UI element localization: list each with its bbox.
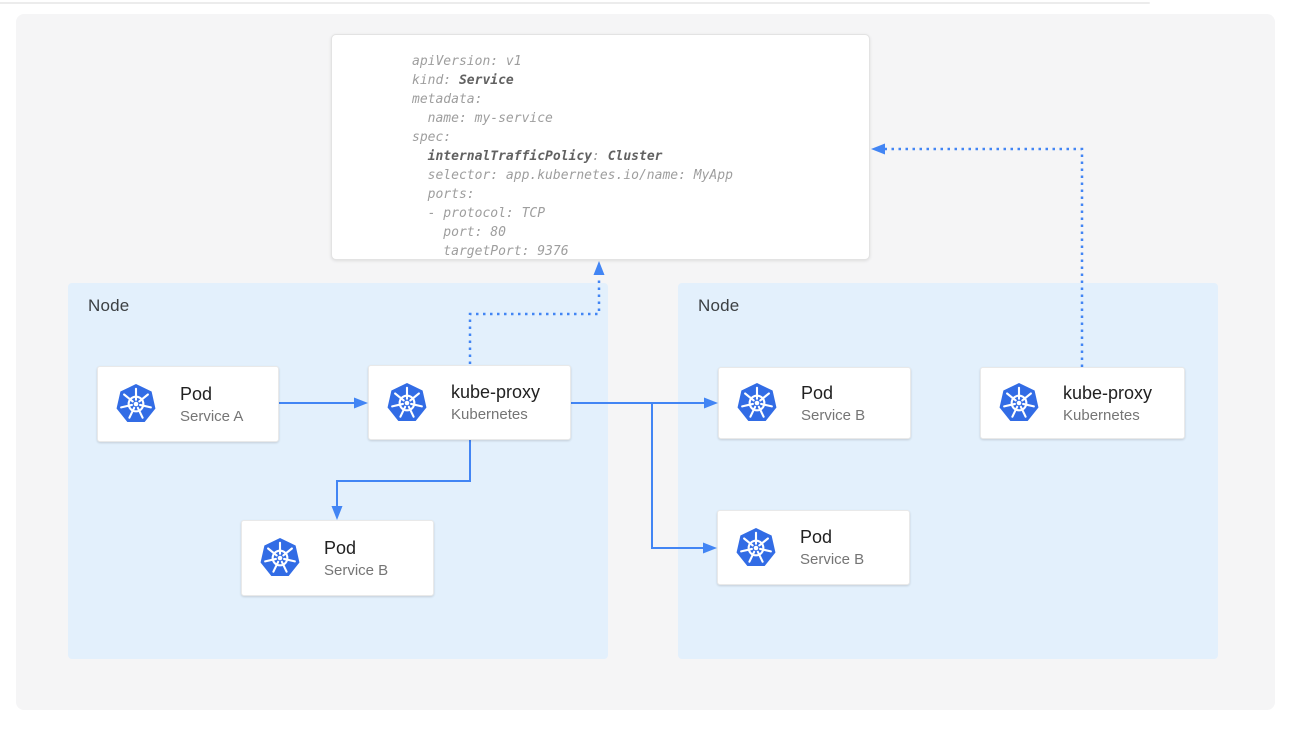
card-subtitle: Service A [180, 407, 244, 425]
card-subtitle: Kubernetes [451, 406, 528, 423]
node-box-left: Node [68, 283, 608, 659]
card-kube-proxy-left: kube-proxy Kubernetes [368, 365, 571, 440]
kubernetes-icon [259, 537, 301, 579]
code-line: selector: app.kubernetes.io/name: MyApp [412, 168, 733, 183]
card-pod-service-a: Pod Service A [97, 366, 279, 442]
card-title: Pod [180, 383, 213, 404]
kubernetes-icon [386, 382, 428, 424]
card-subtitle: Service B [801, 406, 866, 424]
card-subtitle: Kubernetes [1063, 406, 1140, 424]
kubernetes-icon-svg [737, 383, 777, 421]
kubernetes-icon-svg [736, 527, 776, 566]
card-subtitle: Service B [800, 551, 865, 568]
code-line: internalTrafficPolicy: Cluster [427, 149, 663, 164]
code-line: port: 80 [412, 225, 506, 240]
code-line: apiVersion: v1 [412, 54, 522, 69]
kubernetes-icon [736, 382, 778, 424]
kubernetes-icon-svg [387, 382, 427, 421]
code-line: kind: Service [412, 73, 514, 88]
kubernetes-icon [998, 382, 1040, 424]
card-title: Pod [324, 537, 357, 558]
code-line: metadata: [412, 92, 483, 107]
kubernetes-icon [115, 383, 157, 425]
code-line: - protocol: TCP [412, 206, 546, 221]
yaml-code: apiVersion: v1 kind: Service metadata: nam… [332, 35, 869, 261]
kubernetes-icon-svg [260, 538, 300, 576]
code-line: name: my-service [412, 111, 553, 126]
card-title: kube-proxy [451, 382, 541, 402]
card-pod-service-b-right-bottom: Pod Service B [717, 510, 910, 585]
card-title: Pod [801, 382, 834, 403]
top-divider [0, 2, 1150, 4]
card-kube-proxy-right: kube-proxy Kubernetes [980, 367, 1185, 439]
kubernetes-icon-svg [116, 384, 156, 422]
card-title: Pod [800, 527, 833, 547]
card-subtitle: Service B [324, 561, 389, 579]
node-box-right: Node [678, 283, 1218, 659]
card-title: kube-proxy [1063, 382, 1153, 403]
kubernetes-icon-svg [999, 383, 1039, 421]
code-line: targetPort: 9376 [412, 244, 569, 259]
node-label: Node [698, 296, 740, 315]
kubernetes-icon [735, 527, 777, 569]
code-line: spec: [412, 130, 452, 145]
card-pod-service-b-left: Pod Service B [241, 520, 434, 596]
code-line: ports: [412, 187, 475, 202]
service-yaml-panel: apiVersion: v1 kind: Service metadata: nam… [331, 34, 870, 260]
card-pod-service-b-right-top: Pod Service B [718, 367, 911, 439]
node-label: Node [88, 296, 130, 315]
